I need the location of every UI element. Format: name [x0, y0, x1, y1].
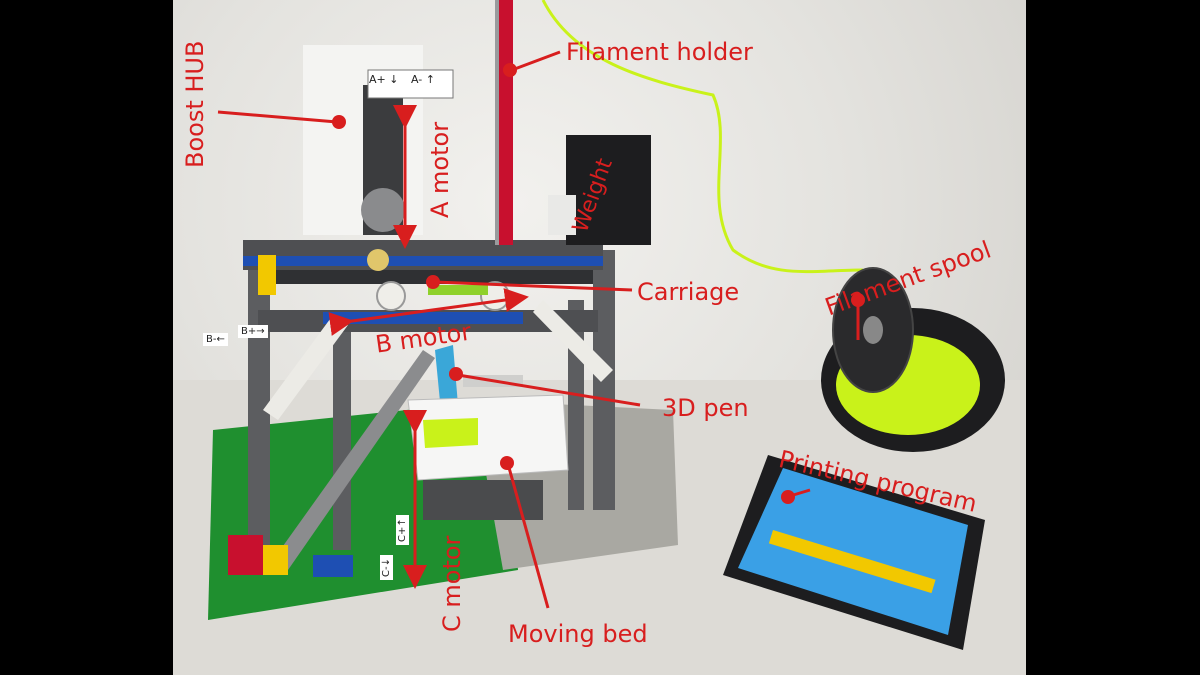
pen-icon — [435, 345, 458, 412]
label-filament-holder: Filament holder — [566, 38, 753, 66]
lego-printer-icon — [173, 0, 1026, 675]
tag-a-plus: A+ ↓ — [369, 73, 399, 86]
tag-b-minus: B-← — [203, 333, 228, 346]
photo: A+ ↓ A- ↑ B+→ B-← C+↑ C-↓ — [173, 0, 1026, 675]
label-3d-pen: 3D pen — [662, 394, 749, 422]
label-c-motor: C motor — [438, 535, 466, 632]
label-a-motor: A motor — [426, 121, 454, 218]
label-boost-hub: Boost HUB — [181, 40, 209, 168]
label-moving-bed: Moving bed — [508, 620, 648, 648]
label-carriage: Carriage — [637, 278, 740, 306]
tag-b-plus: B+→ — [238, 325, 268, 338]
tag-a-minus: A- ↑ — [411, 73, 435, 86]
tag-c-plus: C+↑ — [396, 515, 409, 545]
tag-c-minus: C-↓ — [380, 555, 393, 580]
spool-icon — [821, 267, 1005, 452]
